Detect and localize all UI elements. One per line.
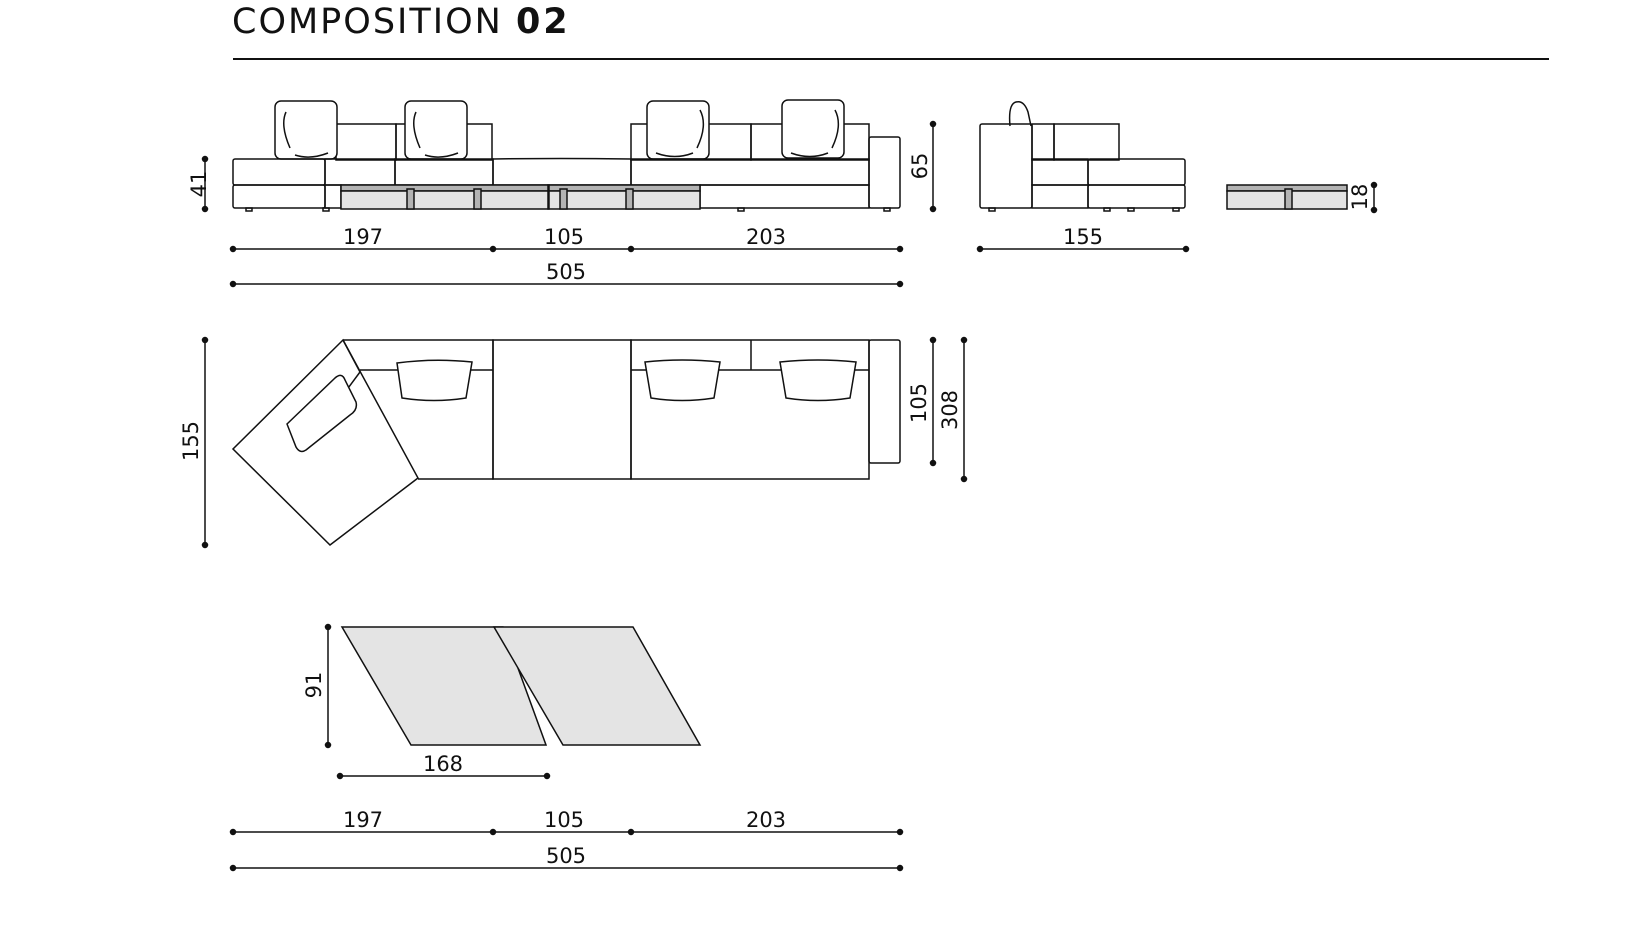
pillow-icon — [781, 99, 845, 159]
dimension-bottom-widths — [229, 828, 904, 872]
dimension-height-41 — [201, 155, 209, 213]
label-height-41: 41 — [187, 171, 211, 198]
label-total-505: 505 — [546, 260, 586, 284]
pillow-icon — [646, 100, 710, 160]
label-bottom-505: 505 — [546, 844, 586, 868]
label-plan-105: 105 — [907, 383, 931, 423]
label-plan-155: 155 — [179, 421, 203, 461]
title-bold: 02 — [515, 2, 571, 42]
label-bottom-203: 203 — [746, 808, 786, 832]
page-title: COMPOSITION 02 — [232, 2, 571, 42]
title-light: COMPOSITION — [232, 2, 503, 42]
pillow-icon — [396, 359, 473, 402]
pillow-icon — [779, 359, 857, 402]
label-bottom-105: 105 — [544, 808, 584, 832]
side-elevation — [979, 100, 1186, 212]
rug-panels — [340, 626, 702, 746]
pillow-icon — [644, 359, 721, 402]
plan-view — [231, 338, 901, 546]
label-tray-18: 18 — [1348, 184, 1372, 211]
title-divider — [233, 58, 1549, 60]
pillow-icon — [274, 100, 338, 160]
dimension-front-widths — [229, 245, 904, 288]
pillow-icon — [286, 374, 358, 453]
dimension-plan-depths — [201, 336, 968, 549]
dimension-side-depth — [976, 245, 1190, 253]
label-width-197: 197 — [343, 225, 383, 249]
dimension-rug — [324, 623, 551, 780]
label-width-203: 203 — [746, 225, 786, 249]
label-plan-308: 308 — [938, 390, 962, 430]
pillow-icon — [404, 100, 468, 160]
dimension-height-65 — [929, 120, 937, 213]
label-height-65: 65 — [908, 153, 932, 180]
label-rug-91: 91 — [302, 672, 326, 699]
label-width-105: 105 — [544, 225, 584, 249]
front-elevation — [232, 99, 901, 212]
label-bottom-197: 197 — [343, 808, 383, 832]
tray-elevation — [1226, 181, 1378, 214]
label-side-155: 155 — [1063, 225, 1103, 249]
label-rug-168: 168 — [423, 752, 463, 776]
